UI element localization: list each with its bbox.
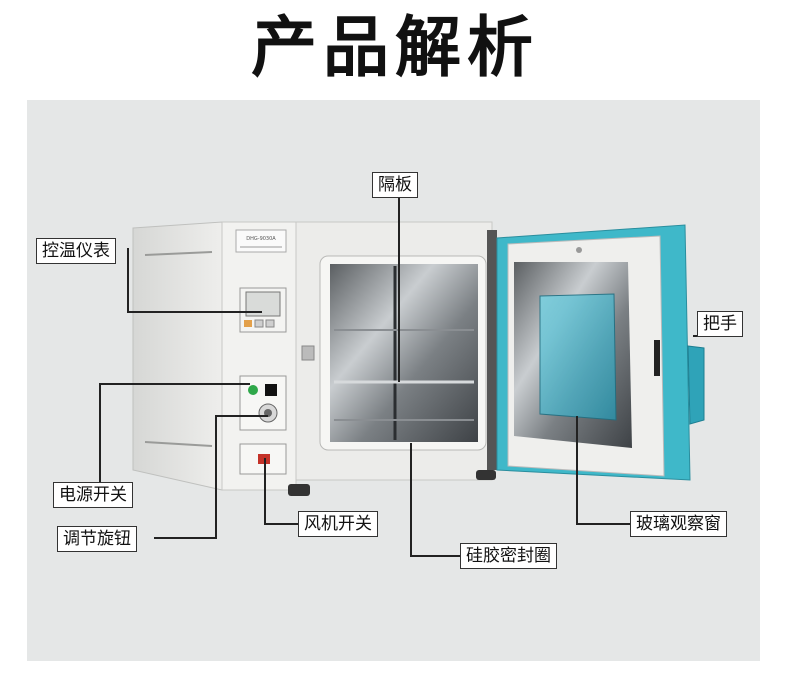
label-fan-switch: 风机开关 <box>298 511 378 537</box>
device-plate: DHG-9030A <box>246 236 276 242</box>
foot-left <box>288 484 310 496</box>
adjust-knob[interactable] <box>258 403 278 423</box>
label-power-switch: 电源开关 <box>53 482 133 508</box>
door-handle[interactable] <box>654 340 705 425</box>
oven-chamber <box>319 255 487 451</box>
cabinet-side <box>132 221 223 491</box>
door-hinge <box>487 230 497 470</box>
leader-lines <box>99 196 724 557</box>
page-title: 产品解析 <box>251 9 539 86</box>
temperature-controller[interactable] <box>239 287 287 333</box>
label-partition: 隔板 <box>372 172 418 198</box>
foot-right <box>476 470 496 480</box>
fan-switch[interactable] <box>239 443 287 475</box>
label-handle: 把手 <box>697 311 743 337</box>
label-glass-window: 玻璃观察窗 <box>630 511 727 537</box>
label-adjust-knob: 调节旋钮 <box>57 526 137 552</box>
label-silicone-seal: 硅胶密封圈 <box>460 543 557 569</box>
label-temp-controller: 控温仪表 <box>36 238 116 264</box>
glass-window <box>539 293 617 421</box>
